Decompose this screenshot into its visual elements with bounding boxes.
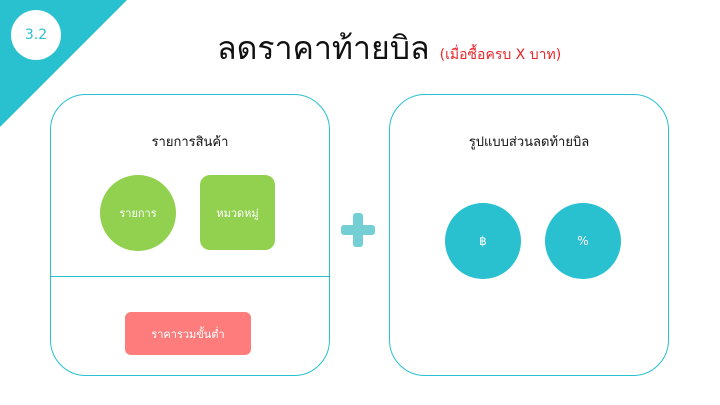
section-number: 3.2: [24, 27, 48, 43]
baht-symbol: ฿: [479, 234, 487, 248]
category-option-label: หมวดหมู่: [216, 206, 259, 220]
title-condition: (เมื่อซื้อครบ X บาท): [439, 47, 562, 63]
discount-type-panel: รูปแบบส่วนลดท้ายบิล ฿ %: [389, 94, 669, 376]
item-option-button[interactable]: รายการ: [100, 175, 176, 251]
product-panel-heading: รายการสินค้า: [151, 135, 229, 150]
product-panel: รายการสินค้า รายการ หมวดหมู่ ราคารวมขั้น…: [50, 94, 330, 376]
discount-type-heading: รูปแบบส่วนลดท้ายบิล: [468, 135, 590, 150]
page-title: ลดราคาท้ายบิล (เมื่อซื้อครบ X บาท): [217, 23, 561, 74]
title-main: ลดราคาท้ายบิล: [217, 29, 430, 67]
panel-divider: [51, 276, 329, 277]
section-number-badge: 3.2: [11, 10, 61, 60]
minimum-total-label: ราคารวมขั้นต่ำ: [151, 327, 225, 341]
minimum-total-button[interactable]: ราคารวมขั้นต่ำ: [125, 312, 251, 355]
category-option-button[interactable]: หมวดหมู่: [200, 175, 275, 250]
item-option-label: รายการ: [119, 207, 157, 220]
baht-discount-button[interactable]: ฿: [445, 203, 521, 279]
percent-discount-button[interactable]: %: [545, 203, 621, 279]
plus-icon: [341, 213, 375, 247]
percent-symbol: %: [577, 234, 589, 248]
